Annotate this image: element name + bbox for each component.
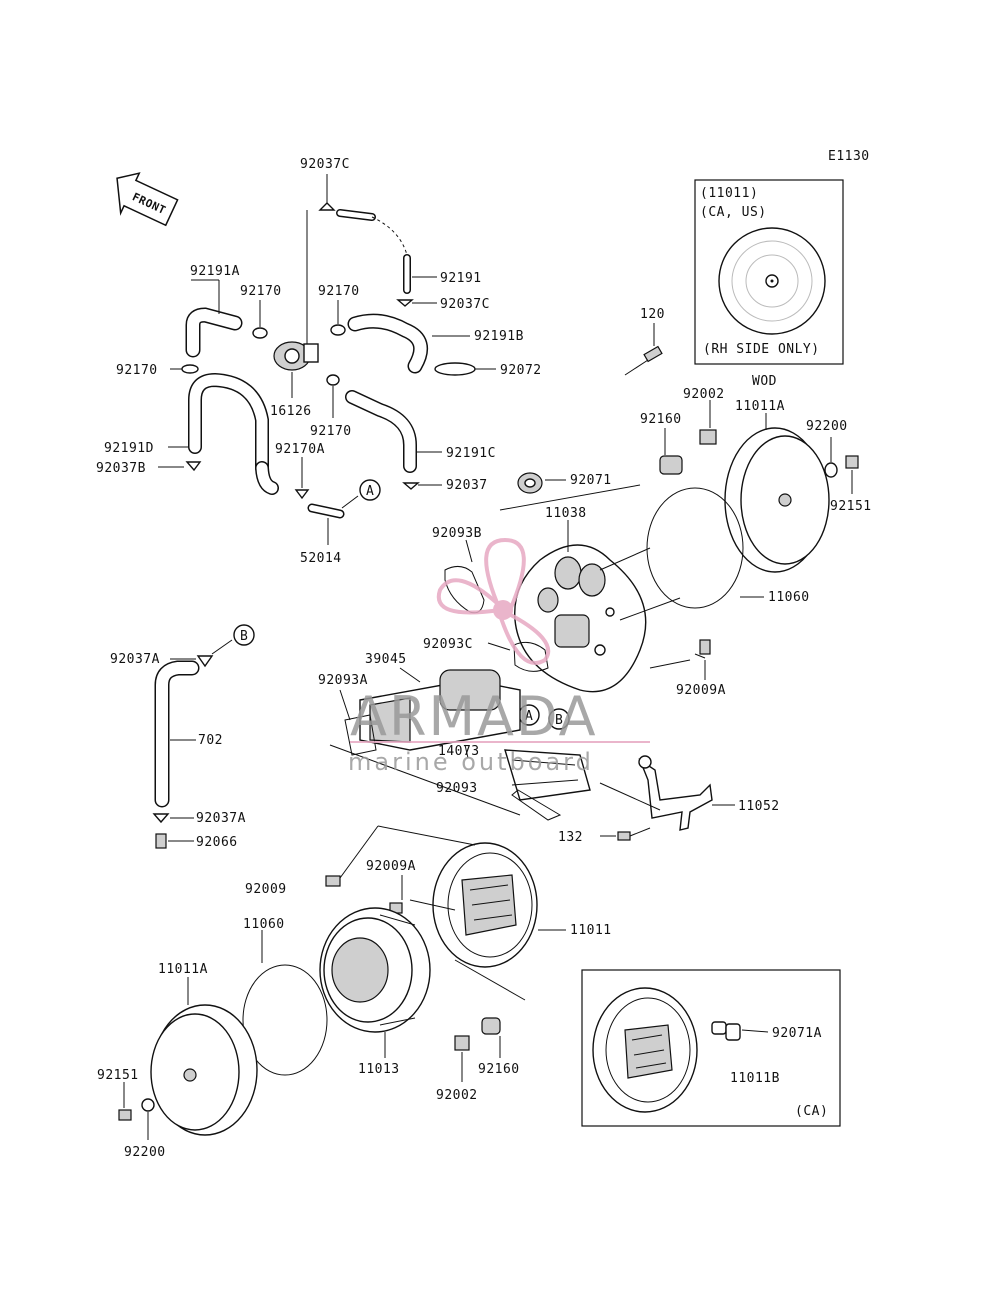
label-92191A: 92191A [190, 264, 240, 279]
label-92093: 92093 [436, 781, 478, 796]
inset-top-line2: (CA, US) [700, 205, 767, 220]
watermark-brand: ARMADA [350, 685, 598, 748]
inset-top-note: (RH SIDE ONLY) [703, 342, 820, 357]
label-92037A-top: 92037A [110, 652, 160, 667]
valve-16126 [273, 341, 319, 398]
inset-case-11011B [592, 987, 698, 1113]
diagram-code: E1130 [828, 149, 870, 164]
watermark-tagline: marine outboard [348, 748, 594, 776]
label-92200-top: 92200 [806, 419, 848, 434]
label-92160-bot: 92160 [478, 1062, 520, 1077]
label-92170-c: 92170 [310, 424, 352, 439]
label-11052: 11052 [738, 799, 780, 814]
label-92037: 92037 [446, 478, 488, 493]
label-39045: 39045 [365, 652, 407, 667]
bracket-11052 [599, 755, 735, 841]
front-arrow-icon: FRONT [116, 172, 179, 227]
label-92093C: 92093C [423, 637, 473, 652]
label-92071: 92071 [570, 473, 612, 488]
callout-a-circle-top [359, 479, 381, 501]
label-92170-a: 92170 [240, 284, 282, 299]
label-92151-bot: 92151 [97, 1068, 139, 1083]
inset-top-box: (11011) (CA, US) (RH SIDE ONLY) [694, 179, 844, 365]
label-92093B: 92093B [432, 526, 482, 541]
hose-702: B [152, 624, 255, 849]
label-92037C-top: 92037C [300, 157, 350, 172]
label-92037B: 92037B [96, 461, 146, 476]
label-92170-left: 92170 [116, 363, 158, 378]
label-92009A-right: 92009A [676, 683, 726, 698]
callout-b-left: B [240, 629, 248, 644]
label-11011A-bot: 11011A [158, 962, 208, 977]
label-92170A: 92170A [275, 442, 325, 457]
label-92002-top: 92002 [683, 387, 725, 402]
label-52014: 52014 [300, 551, 342, 566]
label-wod: WOD [752, 374, 777, 389]
label-16126: 16126 [270, 404, 312, 419]
label-92191C: 92191C [446, 446, 496, 461]
label-92191: 92191 [440, 271, 482, 286]
label-92093A: 92093A [318, 673, 368, 688]
top-cover-assembly [517, 323, 859, 609]
inset-top-line1: (11011) [700, 186, 758, 201]
label-inset-ca: (CA) [795, 1104, 828, 1119]
callout-b-circle-mid [548, 708, 570, 730]
label-92151-top: 92151 [830, 499, 872, 514]
label-92009A-mid: 92009A [366, 859, 416, 874]
label-92066: 92066 [196, 835, 238, 850]
callout-b-circle-left [233, 624, 255, 646]
bottom-filter-assembly [118, 825, 566, 1140]
callout-a-top: A [366, 484, 374, 499]
label-92071A: 92071A [772, 1026, 822, 1041]
inset-bottom-box: 92071A 11011B (CA) [581, 969, 841, 1127]
intake-spacer [329, 667, 591, 821]
label-92191D: 92191D [104, 441, 154, 456]
label-92191B: 92191B [474, 329, 524, 344]
label-11060-top: 11060 [768, 590, 810, 605]
label-11060-bot: 11060 [243, 917, 285, 932]
label-92002-bot: 92002 [436, 1088, 478, 1103]
label-92170-b: 92170 [318, 284, 360, 299]
label-11013: 11013 [358, 1062, 400, 1077]
armada-watermark: ARMADA marine outboard [348, 537, 650, 776]
label-702: 702 [198, 733, 223, 748]
inset-cover-disc [718, 227, 826, 335]
callout-a-mid: A [525, 709, 533, 724]
label-11011B: 11011B [730, 1071, 780, 1086]
propeller-logo-icon [436, 537, 551, 665]
label-92037C-mid: 92037C [440, 297, 490, 312]
label-92037A-bot: 92037A [196, 811, 246, 826]
hose-cluster: A [158, 174, 496, 545]
label-11011A-top: 11011A [735, 399, 785, 414]
part-labels: 92037C 92191 92037C 92191A 92170 92170 9… [96, 157, 872, 1160]
callout-b-mid: B [555, 713, 563, 728]
label-92072: 92072 [500, 363, 542, 378]
label-92009: 92009 [245, 882, 287, 897]
label-120: 120 [640, 307, 665, 322]
label-14073: 14073 [438, 744, 480, 759]
label-92200-bot: 92200 [124, 1145, 166, 1160]
label-11038: 11038 [545, 506, 587, 521]
label-92160-top: 92160 [640, 412, 682, 427]
label-132: 132 [558, 830, 583, 845]
fitting-92071A [711, 1021, 741, 1041]
label-11011: 11011 [570, 923, 612, 938]
